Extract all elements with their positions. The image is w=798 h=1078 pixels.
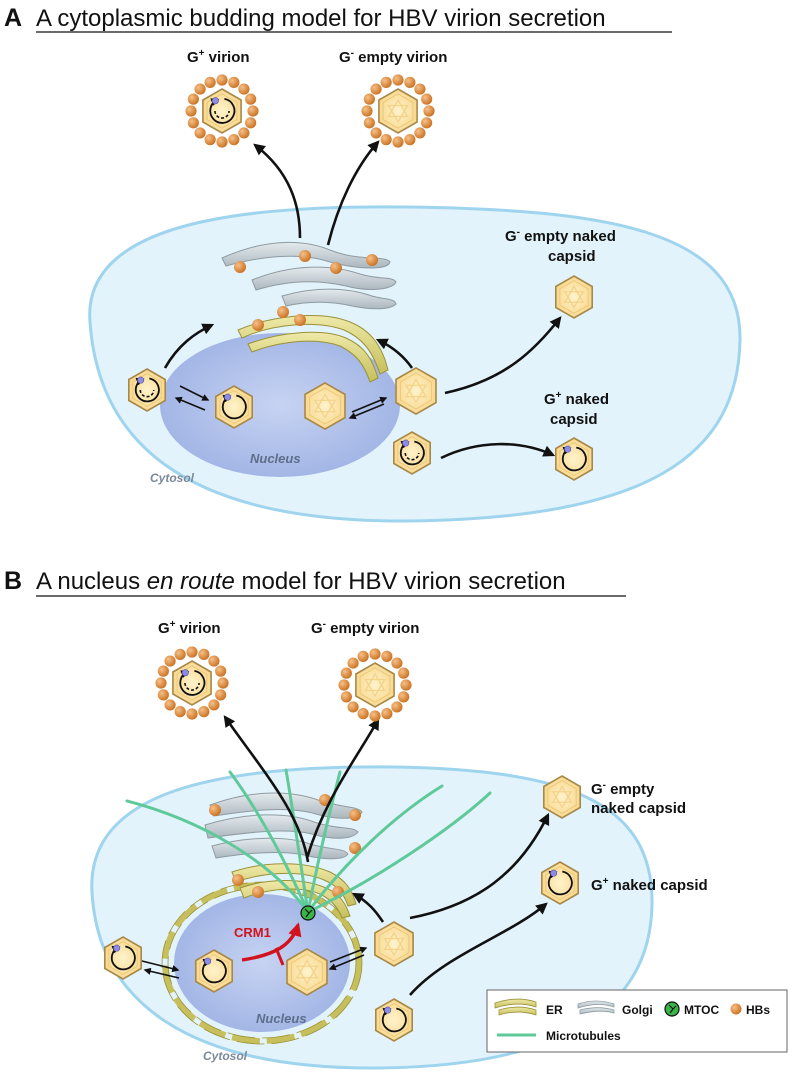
- cyto-plus-capsid-b: [104, 936, 142, 980]
- g-minus-virion-a: [361, 74, 435, 148]
- hbs-a-5: [252, 319, 264, 331]
- g-plus-virion-label-b: G+ virion: [158, 619, 221, 637]
- g-plus-virion-b: [155, 646, 229, 720]
- g-minus-naked-capsid-a: [554, 275, 594, 319]
- legend-microtubules-label: Microtubules: [546, 1029, 621, 1043]
- g-plus-naked-capsid-a: [554, 437, 594, 481]
- g-plus-virion-a: [185, 74, 259, 148]
- cyto-plus-capsid-a-2: [392, 431, 432, 475]
- crm1-inhibition-bar: [274, 947, 285, 966]
- nucleus-a-label: Nucleus: [250, 451, 301, 466]
- cyto-plus-capsid-b-2: [374, 998, 414, 1042]
- g-plus-naked-label-b: G+ naked capsid: [591, 876, 708, 894]
- hbs-a-6: [277, 306, 289, 318]
- g-minus-naked-capsid-b: [542, 775, 582, 819]
- cytosol-b-label: Cytosol: [203, 1049, 248, 1063]
- hbs-b-6: [252, 886, 264, 898]
- panel-a: A A cytoplasmic budding model for HBV vi…: [4, 4, 742, 523]
- g-plus-virion-label-a: G+ virion: [187, 48, 250, 66]
- g-plus-naked-label-a-1: G+ naked: [544, 390, 609, 408]
- mtoc-b: [300, 905, 316, 921]
- crm1-label: CRM1: [234, 925, 271, 940]
- g-minus-naked-label-b-1: G- empty: [591, 780, 655, 798]
- arrow-a-cyto-to-er: [163, 323, 215, 369]
- legend-er-icon: [494, 998, 537, 1016]
- cyto-plus-capsid-a: [128, 368, 166, 412]
- g-plus-naked-label-a-2: capsid: [550, 411, 598, 428]
- arrow-b-to-g-plus-virion: [223, 715, 310, 863]
- arrow-b-to-g-plus-naked: [409, 902, 548, 996]
- hbs-a-2: [299, 250, 311, 262]
- arrow-a-exchange-in: [179, 385, 210, 401]
- arrow-a-nuc-exchange-out: [351, 396, 388, 413]
- hbs-b-1: [209, 804, 221, 816]
- arrow-a-to-g-minus-virion: [326, 140, 380, 246]
- hbs-b-4: [349, 842, 361, 854]
- crm1-arrow: [241, 922, 302, 962]
- arrow-a-to-g-plus-virion: [253, 143, 302, 239]
- panel-b-letter: B: [4, 567, 22, 595]
- arrow-b-exchange-in: [141, 960, 180, 973]
- nuclear-empty-capsid-b: [286, 947, 328, 997]
- g-minus-naked-label-b-2: naked capsid: [591, 800, 686, 817]
- arrow-a-to-g-plus-naked: [440, 442, 556, 460]
- arrow-b-to-g-minus-naked: [409, 812, 550, 920]
- nuclear-plus-capsid-b: [195, 949, 233, 993]
- legend-hbs-label: HBs: [746, 1003, 770, 1017]
- legend: ER Golgi MTOC HBs Microtubules: [486, 989, 788, 1053]
- hbs-a-1: [234, 261, 246, 273]
- legend-golgi-label: Golgi: [622, 1003, 653, 1017]
- arrow-b-to-g-minus-virion: [305, 717, 380, 859]
- hbs-a-3: [330, 262, 342, 274]
- nucleus-b: [174, 894, 350, 1032]
- nucleus-b-label: Nucleus: [256, 1011, 307, 1026]
- nuclear-empty-capsid-a: [304, 381, 346, 431]
- hbs-a-4: [366, 254, 378, 266]
- hbs-b-5: [232, 874, 244, 886]
- arrow-a-to-g-minus-naked: [444, 316, 562, 395]
- panel-a-title: A cytoplasmic budding model for HBV viri…: [36, 5, 606, 32]
- hbs-a-7: [294, 314, 306, 326]
- arrow-b-capsid-to-er: [351, 892, 385, 923]
- cyto-empty-capsid-b: [374, 921, 414, 967]
- g-minus-naked-label-a-2: capsid: [548, 248, 596, 265]
- arrow-a-nuc-exchange-in: [348, 403, 385, 420]
- arrow-b-nuc-exchange-out: [329, 946, 368, 963]
- legend-mtoc-label: MTOC: [684, 1003, 719, 1017]
- nuclear-plus-capsid-a: [215, 385, 253, 429]
- arrow-b-exchange-out: [143, 967, 180, 979]
- panel-a-letter: A: [4, 4, 22, 32]
- arrow-b-nuc-exchange-in: [328, 954, 365, 971]
- microtubules-b: [125, 768, 492, 914]
- g-minus-naked-label-a-1: G- empty naked: [505, 227, 616, 245]
- g-minus-virion-b: [338, 648, 412, 722]
- panel-b-title: A nucleus en route model for HBV virion …: [36, 568, 566, 595]
- cyto-empty-capsid-a: [395, 366, 437, 416]
- legend-er-label: ER: [546, 1003, 563, 1017]
- arrow-a-capsid-to-er: [375, 338, 414, 369]
- g-minus-virion-label-b: G- empty virion: [311, 619, 419, 637]
- hbs-b-3: [349, 809, 361, 821]
- arrow-a-exchange-out: [174, 396, 206, 411]
- legend-golgi-icon: [577, 1000, 615, 1015]
- legend-box: [486, 989, 788, 1053]
- g-minus-virion-label-a: G- empty virion: [339, 48, 447, 66]
- cytosol-a-label: Cytosol: [150, 471, 195, 485]
- g-plus-naked-capsid-b: [540, 861, 580, 905]
- nucleus-a: [160, 333, 400, 477]
- legend-mtoc-icon: [664, 1001, 680, 1017]
- legend-hbs-icon: [730, 1003, 742, 1015]
